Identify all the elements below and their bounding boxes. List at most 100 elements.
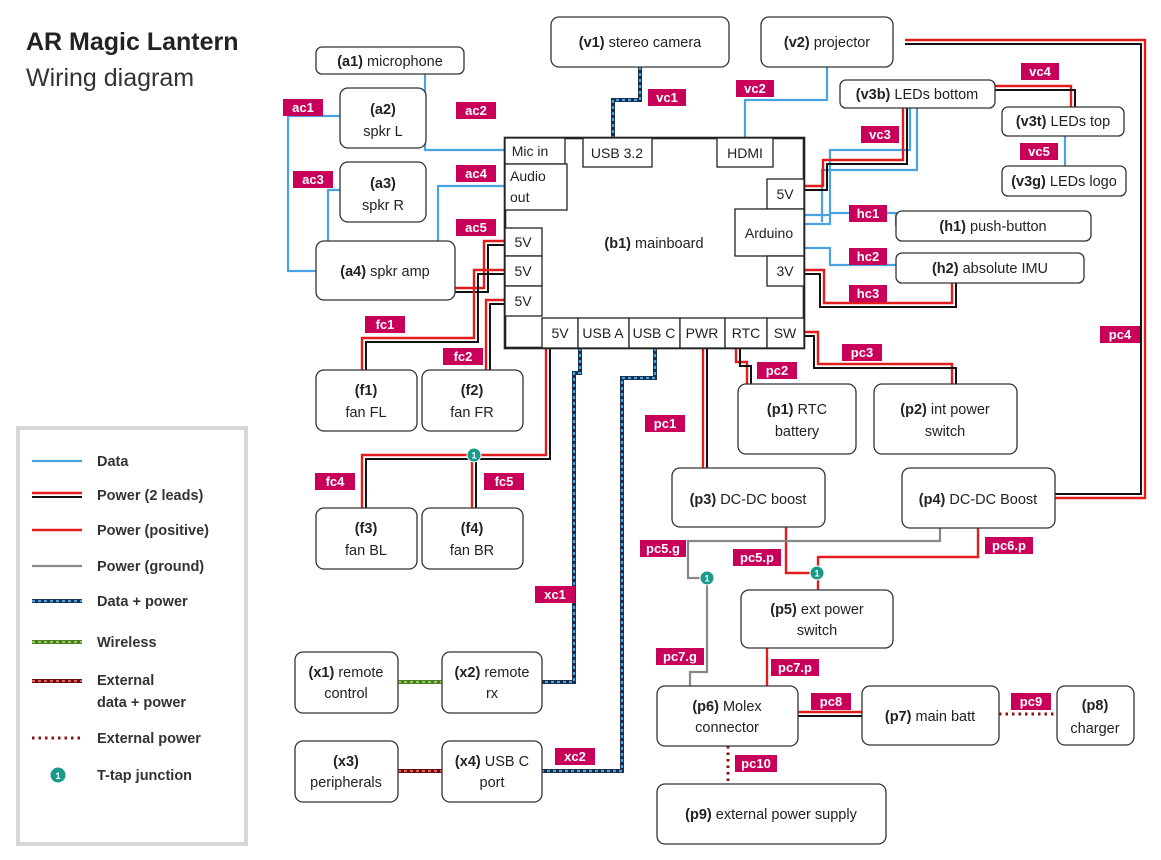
svg-text:pc3: pc3 bbox=[851, 345, 873, 360]
svg-text:USB 3.2: USB 3.2 bbox=[591, 145, 643, 161]
label-pc4: pc4 bbox=[1100, 326, 1140, 343]
svg-text:(p7) main batt: (p7) main batt bbox=[885, 709, 975, 725]
label-ac2: ac2 bbox=[456, 102, 496, 119]
svg-text:External: External bbox=[97, 673, 154, 689]
node-p9[interactable]: (p9) external power supply bbox=[656, 783, 887, 845]
svg-text:1: 1 bbox=[704, 574, 709, 584]
wire-vc4-neg bbox=[995, 89, 1076, 107]
port-sw: SW bbox=[766, 317, 805, 349]
node-v2[interactable]: (v2) projector bbox=[760, 16, 894, 68]
svg-text:Power (ground): Power (ground) bbox=[97, 559, 204, 575]
label-vc1: vc1 bbox=[648, 89, 686, 106]
node-x3[interactable]: (x3) peripherals bbox=[294, 740, 399, 803]
svg-text:USB A: USB A bbox=[582, 325, 624, 341]
svg-text:(v1) stereo camera: (v1) stereo camera bbox=[579, 35, 702, 51]
node-f4[interactable]: (f4) fan BR bbox=[421, 507, 524, 570]
port-audio-out: Audio out bbox=[504, 163, 568, 211]
label-pc9: pc9 bbox=[1011, 693, 1051, 710]
wire-vc3-pos bbox=[804, 106, 905, 188]
node-a2[interactable]: (a2) spkr L bbox=[339, 87, 427, 149]
node-h1[interactable]: (h1) push-button bbox=[895, 210, 1092, 242]
svg-text:(x2) remote: (x2) remote bbox=[455, 665, 530, 681]
svg-text:charger: charger bbox=[1070, 721, 1119, 737]
node-v3t[interactable]: (v3t) LEDs top bbox=[1001, 106, 1125, 137]
node-p7[interactable]: (p7) main batt bbox=[861, 685, 1000, 746]
port-5v-left-2: 5V bbox=[504, 255, 543, 287]
wire-pc2-neg bbox=[739, 348, 752, 384]
wire-hc3-pos bbox=[804, 268, 954, 305]
node-a3[interactable]: (a3) spkr R bbox=[339, 161, 427, 223]
svg-text:(p8): (p8) bbox=[1082, 698, 1109, 714]
svg-text:External power: External power bbox=[97, 731, 201, 747]
legend: Data Power (2 leads) Power (positive) Po… bbox=[16, 426, 248, 846]
node-x2[interactable]: (x2) remote rx bbox=[441, 651, 543, 714]
node-h2[interactable]: (h2) absolute IMU bbox=[895, 252, 1085, 284]
wire-pc3-pos bbox=[804, 330, 954, 384]
legend-external-data-power: External data + power bbox=[32, 673, 186, 711]
node-p8[interactable]: (p8) charger bbox=[1056, 685, 1135, 746]
port-5v-left-1: 5V bbox=[504, 227, 543, 257]
node-p4[interactable]: (p4) DC-DC Boost bbox=[901, 467, 1056, 529]
legend-power-positive: Power (positive) bbox=[32, 523, 209, 539]
wire-ac5-pos bbox=[455, 239, 505, 290]
svg-text:pc6.p: pc6.p bbox=[992, 538, 1026, 553]
node-v1[interactable]: (v1) stereo camera bbox=[550, 16, 730, 68]
svg-text:pc5.g: pc5.g bbox=[646, 541, 680, 556]
svg-text:Audio: Audio bbox=[510, 168, 546, 184]
port-usb-c: USB C bbox=[628, 317, 681, 349]
wire-fc2-neg bbox=[489, 303, 505, 370]
port-pwr: PWR bbox=[679, 317, 726, 349]
svg-text:(p6) Molex: (p6) Molex bbox=[692, 699, 762, 715]
svg-text:Wireless: Wireless bbox=[97, 635, 157, 651]
wire-fc1-pos bbox=[360, 268, 505, 370]
wire-vc4-pos bbox=[995, 84, 1073, 107]
node-f3[interactable]: (f3) fan BL bbox=[315, 507, 418, 570]
wire-v3-data2 bbox=[820, 106, 919, 222]
svg-text:connector: connector bbox=[695, 720, 759, 736]
legend-ttap: 1 T-tap junction bbox=[49, 766, 192, 784]
legend-wireless: Wireless bbox=[32, 635, 157, 651]
svg-text:vc3: vc3 bbox=[869, 127, 891, 142]
svg-text:battery: battery bbox=[775, 424, 820, 440]
node-v3b[interactable]: (v3b) LEDs bottom bbox=[839, 79, 996, 109]
node-p5[interactable]: (p5) ext power switch bbox=[740, 589, 894, 649]
svg-text:USB C: USB C bbox=[633, 325, 676, 341]
port-5v-left-3: 5V bbox=[504, 285, 543, 317]
svg-text:(a4) spkr amp: (a4) spkr amp bbox=[340, 264, 429, 280]
node-p3[interactable]: (p3) DC-DC boost bbox=[671, 467, 826, 528]
port-usb32: USB 3.2 bbox=[582, 137, 653, 168]
svg-text:5V: 5V bbox=[776, 186, 794, 202]
svg-text:5V: 5V bbox=[551, 325, 569, 341]
node-a1[interactable]: (a1) microphone bbox=[315, 46, 465, 75]
legend-external-power: External power bbox=[32, 731, 201, 747]
svg-text:(f4): (f4) bbox=[461, 521, 484, 537]
wire-pc3-neg bbox=[804, 335, 957, 384]
wire-xc2 bbox=[542, 348, 657, 773]
svg-text:(v2) projector: (v2) projector bbox=[784, 35, 870, 51]
node-x4[interactable]: (x4) USB C port bbox=[441, 740, 543, 803]
wire-pc5p bbox=[784, 527, 816, 575]
svg-text:hc2: hc2 bbox=[857, 249, 879, 264]
svg-text:spkr L: spkr L bbox=[363, 124, 403, 140]
node-p2[interactable]: (p2) int power switch bbox=[873, 383, 1018, 455]
node-p6[interactable]: (p6) Molex connector bbox=[656, 685, 799, 747]
label-hc3: hc3 bbox=[849, 285, 887, 302]
node-x1[interactable]: (x1) remote control bbox=[294, 651, 399, 714]
svg-text:xc2: xc2 bbox=[564, 749, 586, 764]
svg-text:fan FL: fan FL bbox=[345, 405, 386, 421]
node-p1[interactable]: (p1) RTC battery bbox=[737, 383, 857, 455]
node-f2[interactable]: (f2) fan FR bbox=[421, 369, 524, 432]
svg-text:pc5.p: pc5.p bbox=[740, 550, 774, 565]
svg-text:pc2: pc2 bbox=[766, 363, 788, 378]
wire-v2-power-neg bbox=[905, 43, 1142, 495]
node-a4[interactable]: (a4) spkr amp bbox=[315, 240, 456, 301]
diagram-subtitle: Wiring diagram bbox=[26, 64, 195, 92]
node-v3g[interactable]: (v3g) LEDs logo bbox=[1001, 165, 1127, 197]
svg-text:Data + power: Data + power bbox=[97, 594, 188, 610]
legend-data-power: Data + power bbox=[32, 594, 188, 610]
node-f1[interactable]: (f1) fan FL bbox=[315, 369, 418, 432]
svg-text:(x1) remote: (x1) remote bbox=[309, 665, 384, 681]
svg-text:PWR: PWR bbox=[686, 325, 719, 341]
svg-text:5V: 5V bbox=[514, 263, 532, 279]
svg-text:(p4) DC-DC Boost: (p4) DC-DC Boost bbox=[919, 492, 1037, 508]
